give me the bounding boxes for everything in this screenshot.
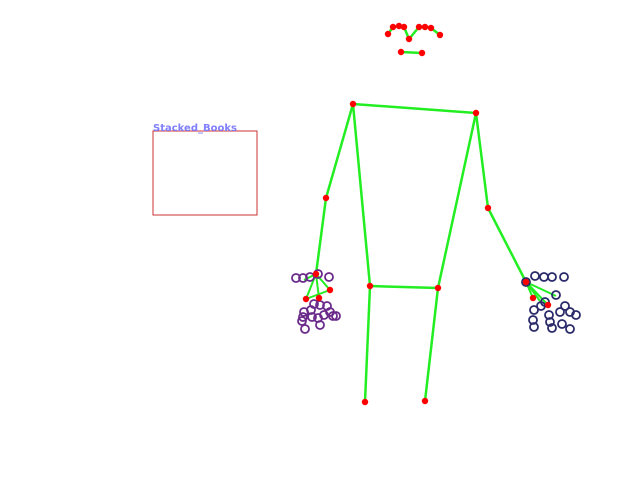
bone-line bbox=[436, 111, 478, 290]
hand-keypoint bbox=[300, 324, 310, 334]
hand-keypoint bbox=[298, 273, 308, 283]
object-label: Stacked_Books bbox=[153, 123, 237, 134]
joint-dot bbox=[421, 397, 429, 405]
finger-line bbox=[525, 281, 549, 306]
hand-keypoint bbox=[555, 307, 565, 317]
left-hand-keypoints bbox=[291, 269, 341, 334]
hand-keypoint bbox=[565, 324, 575, 334]
joint-dot bbox=[326, 286, 334, 294]
joint-dot bbox=[522, 278, 530, 286]
joint-dot bbox=[361, 398, 369, 406]
joint-dot bbox=[434, 284, 442, 292]
joint-dot bbox=[418, 49, 426, 57]
hand-keypoint bbox=[544, 310, 554, 320]
skeleton-joints bbox=[302, 22, 552, 406]
finger-line bbox=[305, 289, 331, 300]
joint-dot bbox=[427, 24, 435, 32]
bone-line bbox=[399, 50, 424, 55]
hand-keypoint bbox=[560, 301, 570, 311]
bone-line bbox=[351, 102, 372, 288]
bone-line bbox=[324, 102, 355, 200]
joint-dot bbox=[366, 282, 374, 290]
bone-line bbox=[474, 111, 490, 210]
finger-line bbox=[315, 273, 331, 291]
hand-keypoint bbox=[331, 311, 341, 321]
joint-dot bbox=[395, 22, 403, 30]
hand-keypoint bbox=[315, 320, 325, 330]
joint-dot bbox=[436, 31, 444, 39]
joint-dot bbox=[415, 23, 423, 31]
bone-line bbox=[363, 284, 372, 404]
bone-line bbox=[314, 196, 328, 276]
joint-dot bbox=[544, 301, 552, 309]
finger-line bbox=[525, 281, 557, 297]
joint-dot bbox=[397, 48, 405, 56]
hand-keypoint bbox=[545, 317, 555, 327]
hand-keypoint bbox=[547, 323, 557, 333]
hand-keypoint bbox=[324, 272, 334, 282]
joint-dot bbox=[400, 23, 408, 31]
hand-keypoint bbox=[306, 305, 316, 315]
joint-dot bbox=[322, 194, 330, 202]
joint-dot bbox=[484, 204, 492, 212]
hand-keypoint bbox=[557, 319, 567, 329]
hand-keypoint bbox=[328, 311, 338, 321]
joint-dot bbox=[315, 294, 323, 302]
joint-dot bbox=[529, 294, 537, 302]
joint-dot bbox=[389, 23, 397, 31]
joint-dot bbox=[472, 109, 480, 117]
hand-keypoint bbox=[530, 271, 540, 281]
skeleton-bones bbox=[303, 24, 557, 404]
object-bounding-box bbox=[152, 130, 258, 216]
joint-dot bbox=[384, 30, 392, 38]
joint-dot bbox=[349, 100, 357, 108]
hand-keypoint bbox=[307, 312, 317, 322]
hand-keypoint bbox=[547, 272, 557, 282]
hand-keypoint bbox=[529, 305, 539, 315]
hand-keypoint bbox=[297, 316, 307, 326]
hand-keypoint bbox=[529, 322, 539, 332]
joint-dot bbox=[405, 35, 413, 43]
joint-dot bbox=[421, 23, 429, 31]
bone-line bbox=[486, 206, 528, 284]
hand-keypoint bbox=[571, 310, 581, 320]
hand-keypoint bbox=[551, 290, 561, 300]
joint-dot bbox=[312, 270, 320, 278]
hand-keypoint bbox=[539, 272, 549, 282]
bone-line bbox=[368, 284, 440, 290]
joint-dot bbox=[302, 295, 310, 303]
bone-line bbox=[351, 102, 478, 115]
hand-keypoint bbox=[559, 272, 569, 282]
bone-line bbox=[423, 286, 440, 403]
hand-keypoint bbox=[305, 272, 315, 282]
hand-keypoint bbox=[521, 277, 531, 287]
hand-keypoint bbox=[291, 273, 301, 283]
right-hand-keypoints bbox=[521, 271, 581, 334]
hand-keypoint bbox=[298, 312, 308, 322]
hand-keypoint bbox=[528, 315, 538, 325]
